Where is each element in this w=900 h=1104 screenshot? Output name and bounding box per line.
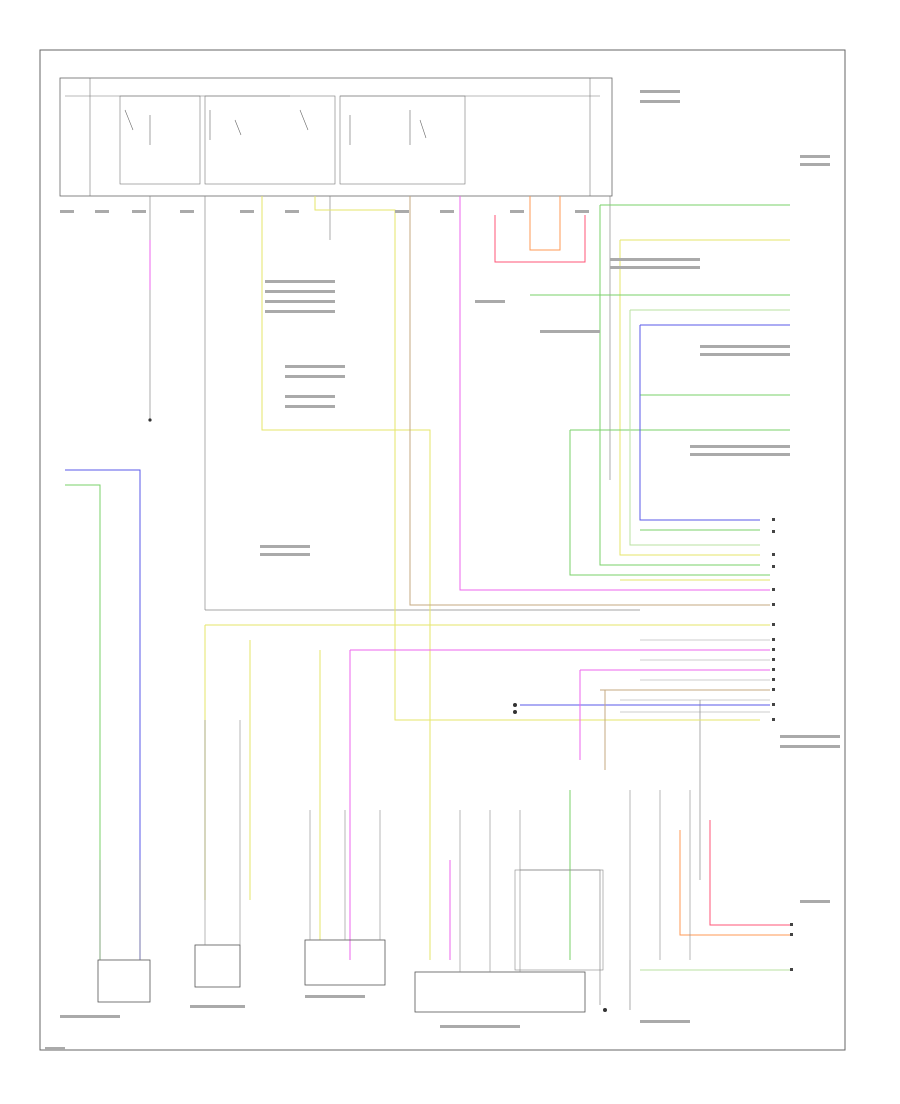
tan-wires <box>409 196 770 770</box>
red-wires <box>494 215 790 926</box>
green-wires <box>65 204 790 960</box>
component-box-a <box>97 959 151 1003</box>
component-box-c <box>304 939 386 986</box>
lightgreen-wires <box>629 309 790 971</box>
relay-symbols <box>124 109 427 145</box>
fuse-subbox-1 <box>119 95 201 185</box>
component-box-d <box>414 971 586 1013</box>
component-box-e <box>514 869 604 971</box>
orange-wires <box>529 196 790 936</box>
fuse-subbox-2 <box>204 95 336 185</box>
splice-dots <box>148 418 607 1012</box>
blue-wires <box>65 324 790 960</box>
bottom-stubs <box>99 720 691 972</box>
pin-marks <box>772 518 793 971</box>
fuse-subbox-3 <box>339 95 466 185</box>
diagram-frame <box>39 49 846 1051</box>
grey-wires <box>149 196 701 1010</box>
fuse-box <box>59 77 613 197</box>
component-box-b <box>194 944 241 988</box>
tiny-labels <box>45 90 840 1050</box>
pink-wires <box>149 196 770 960</box>
connector-lines <box>620 639 770 713</box>
